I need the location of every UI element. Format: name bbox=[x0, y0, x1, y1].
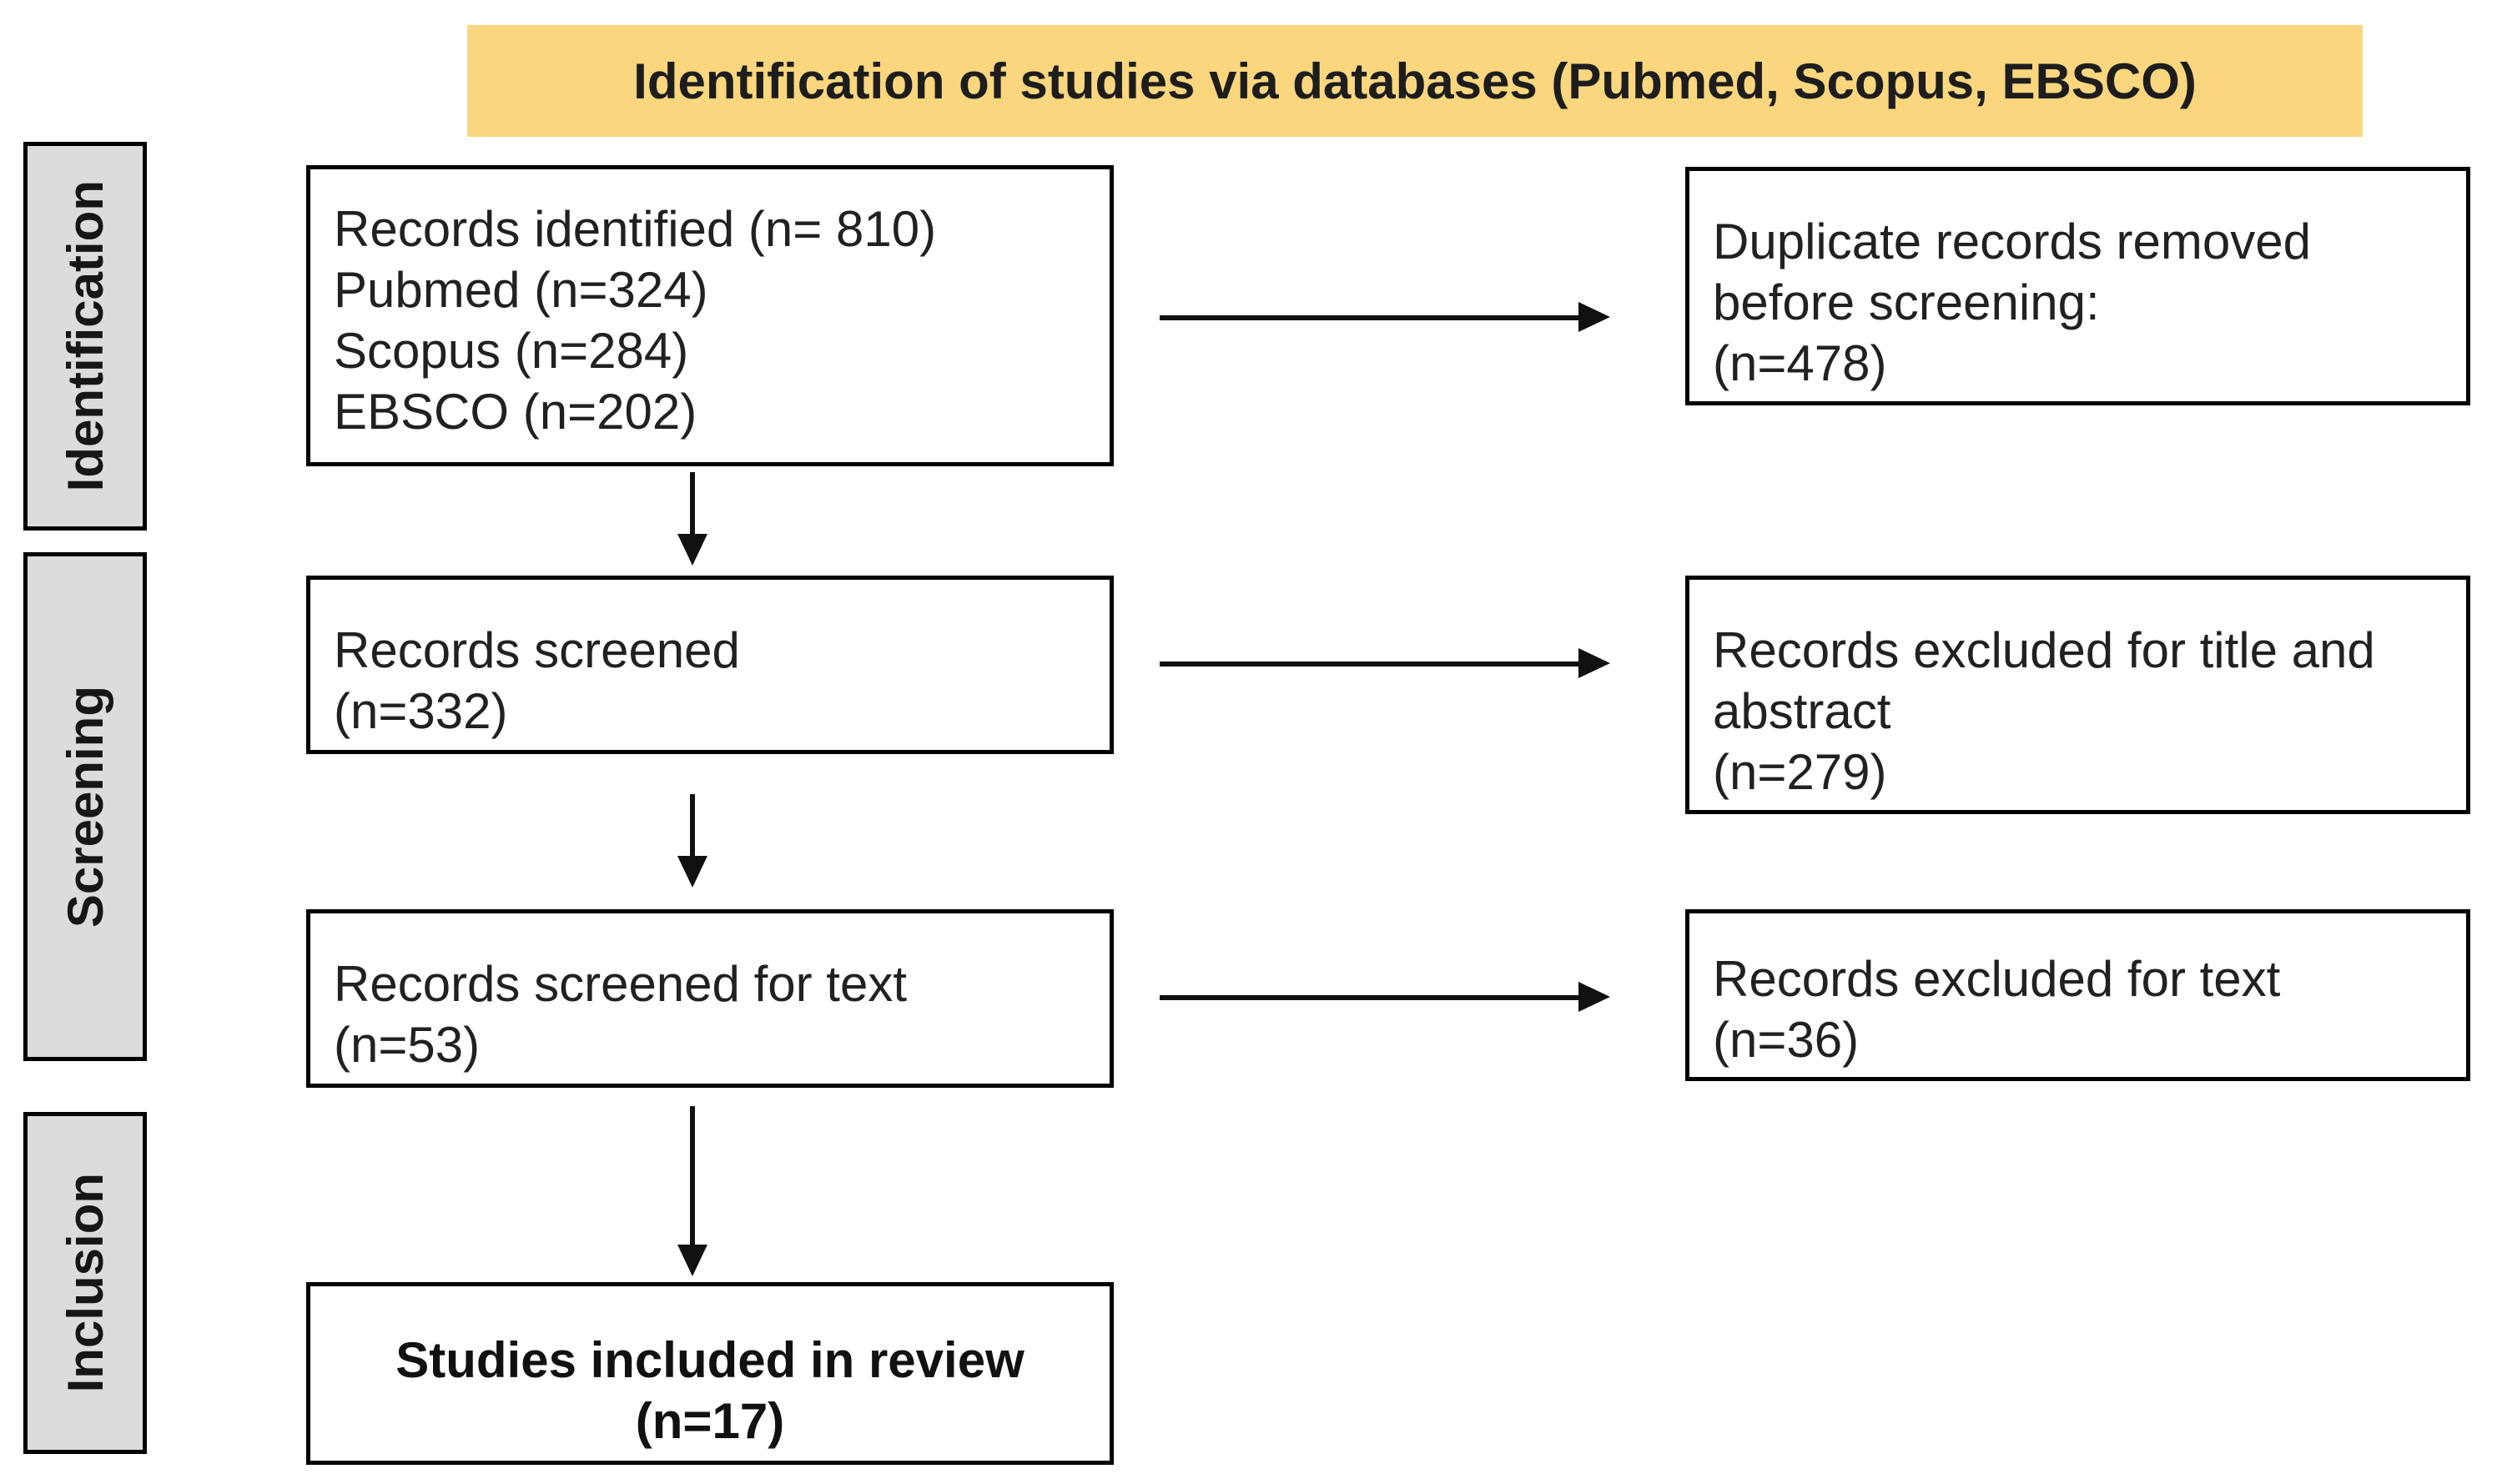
studies-included-box: Studies included in review (n=17) bbox=[306, 1282, 1114, 1465]
text-line: Records excluded for text bbox=[1713, 951, 2281, 1007]
arrow-head-icon bbox=[1578, 648, 1610, 678]
text-line: abstract bbox=[1713, 683, 1891, 739]
arrow-screened-text-to-excluded-text bbox=[1160, 982, 1610, 1012]
arrow-shaft bbox=[690, 794, 695, 863]
excluded-title-abstract-box: Records excluded for title and abstract … bbox=[1685, 576, 2470, 814]
text-line: (n=36) bbox=[1713, 1012, 1860, 1068]
text-line: Records excluded for title and bbox=[1713, 622, 2375, 678]
arrow-shaft bbox=[690, 472, 695, 541]
arrow-identified-to-screened bbox=[677, 472, 707, 566]
text-line: (n=478) bbox=[1713, 335, 1887, 391]
stage-label-identification: Identification bbox=[23, 142, 147, 531]
stage-label-text: Identification bbox=[57, 180, 113, 492]
text-line: Records screened bbox=[334, 622, 740, 678]
stage-label-inclusion: Inclusion bbox=[23, 1112, 147, 1454]
arrow-identified-to-duplicates bbox=[1160, 302, 1610, 332]
arrow-screened-to-screened-text bbox=[677, 794, 707, 888]
arrow-head-icon bbox=[677, 1245, 707, 1276]
records-screened-box: Records screened (n=332) bbox=[306, 576, 1114, 754]
text-line: Scopus (n=284) bbox=[334, 323, 689, 379]
stage-label-screening: Screening bbox=[23, 552, 147, 1061]
arrow-shaft bbox=[1160, 995, 1585, 1000]
stage-label-text: Screening bbox=[57, 685, 113, 928]
arrow-shaft bbox=[1160, 315, 1585, 320]
records-screened-text-box: Records screened for text (n=53) bbox=[306, 909, 1114, 1088]
text-line: (n=17) bbox=[635, 1393, 785, 1449]
records-identified-box: Records identified (n= 810) Pubmed (n=32… bbox=[306, 165, 1114, 466]
stage-label-text: Inclusion bbox=[57, 1173, 113, 1393]
duplicates-removed-box: Duplicate records removed before screeni… bbox=[1685, 167, 2470, 405]
arrow-head-icon bbox=[677, 856, 707, 888]
text-line: Records screened for text bbox=[334, 956, 907, 1012]
text-line: Duplicate records removed bbox=[1713, 214, 2311, 269]
diagram-title: Identification of studies via databases … bbox=[633, 53, 2197, 109]
text-line: (n=279) bbox=[1713, 744, 1887, 800]
arrow-head-icon bbox=[1578, 302, 1610, 332]
arrow-screened-to-excluded-title bbox=[1160, 648, 1610, 678]
text-line: (n=332) bbox=[334, 683, 508, 739]
text-line: Studies included in review bbox=[395, 1332, 1024, 1388]
text-line: before screening: bbox=[1713, 274, 2100, 330]
text-line: Records identified (n= 810) bbox=[334, 201, 937, 257]
text-line: EBSCO (n=202) bbox=[334, 384, 697, 440]
arrow-shaft bbox=[690, 1106, 695, 1251]
title-banner: Identification of studies via databases … bbox=[467, 25, 2363, 137]
text-line: (n=53) bbox=[334, 1017, 481, 1073]
excluded-text-box: Records excluded for text (n=36) bbox=[1685, 909, 2470, 1081]
arrow-shaft bbox=[1160, 662, 1585, 667]
arrow-head-icon bbox=[677, 534, 707, 566]
arrow-screened-text-to-included bbox=[677, 1106, 707, 1276]
arrow-head-icon bbox=[1578, 982, 1610, 1012]
text-line: Pubmed (n=324) bbox=[334, 262, 708, 318]
